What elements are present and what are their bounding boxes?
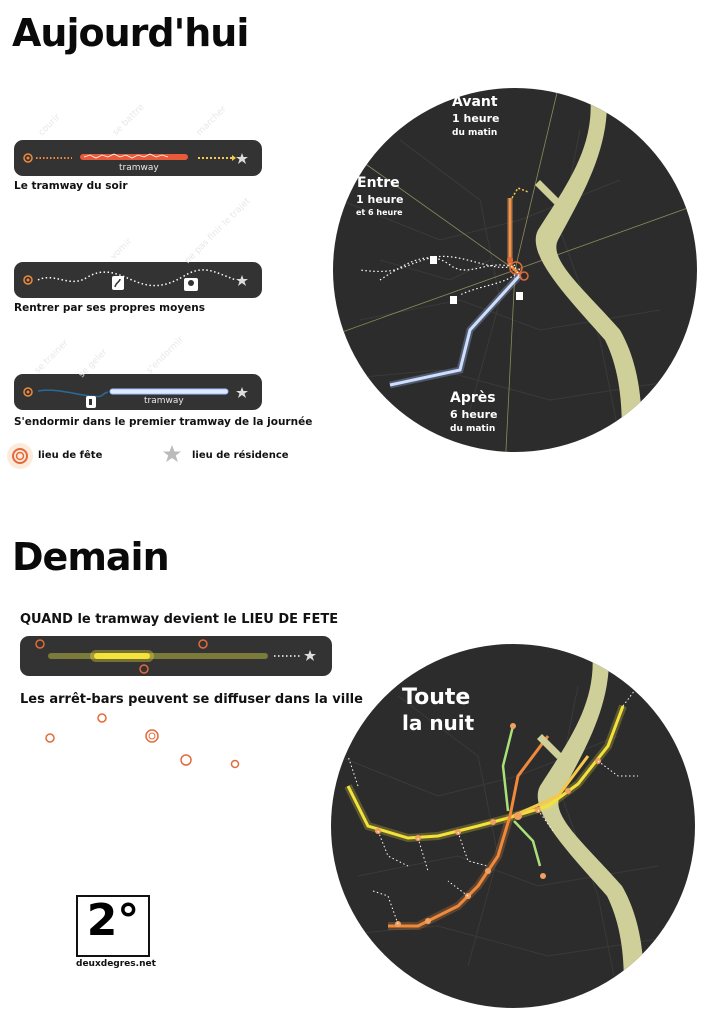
tram-party-segment — [94, 653, 150, 659]
party-marker — [23, 387, 33, 397]
legend-party-icon — [7, 443, 33, 469]
scenario-bar-evening-tram: tramway — [14, 140, 262, 176]
label-s-endormir: s'endormir — [144, 334, 187, 376]
caption-first-tram: S'endormir dans le premier tramway de la… — [14, 416, 313, 428]
map-label-before-sub1: 1 heure — [452, 112, 500, 125]
map-label-after: Après — [450, 390, 496, 406]
party-marker — [139, 664, 149, 674]
scenario-diagram-2 — [23, 269, 248, 291]
bar-stops — [375, 723, 601, 927]
map-label-after-sub1: 6 heure — [450, 408, 498, 421]
map-label-all-night-2: la nuit — [402, 711, 475, 735]
wandering-path — [37, 269, 237, 287]
tram-blue-line — [389, 273, 522, 387]
section-title-today: Aujourd'hui — [12, 11, 249, 55]
party-marker — [507, 257, 513, 263]
legend-party-label: lieu de fête — [38, 450, 103, 461]
scenario-diagram-1 — [23, 153, 248, 164]
label-se-trainer: se trainer — [32, 338, 71, 376]
label-se-battre: se battre — [110, 102, 147, 138]
freeze-icon — [516, 292, 523, 300]
scenario-bar-first-tram: tramway — [14, 374, 262, 410]
arrow-head — [232, 155, 236, 161]
map-tomorrow — [331, 644, 695, 1008]
party-marker-core — [26, 156, 30, 160]
party-marker — [97, 713, 107, 723]
bars-spread-text: Les arrêt-bars peuvent se diffuser dans … — [20, 692, 363, 707]
heading-when: QUAND — [20, 612, 73, 627]
vomit-icon-mark — [114, 278, 121, 288]
party-marker — [519, 271, 529, 281]
tomorrow-heading: QUAND le tramway devient le LIEU DE FETE — [20, 612, 338, 627]
tram-label: tramway — [119, 163, 159, 173]
scenario-bar-tram-party — [20, 636, 332, 676]
map-today — [333, 88, 697, 452]
freeze-icon-mark — [89, 399, 92, 405]
caption-own-means: Rentrer par ses propres moyens — [14, 302, 206, 314]
label-marcher: marcher — [194, 104, 229, 138]
map-label-all-night-1: Toute — [402, 685, 471, 710]
drag-path — [37, 389, 109, 398]
logo-mark: 2° — [86, 895, 140, 946]
logo: 2° — [76, 895, 150, 957]
tram-green-line — [501, 725, 515, 812]
river — [537, 644, 644, 1008]
heading-party-place: LIEU DE FETE — [241, 612, 339, 627]
caption-evening-tram: Le tramway du soir — [14, 180, 128, 192]
map-label-between-sub2: et 6 heure — [356, 208, 403, 217]
party-marker — [148, 732, 156, 740]
party-marker-core — [26, 278, 30, 282]
scenario-bar-own-means — [14, 262, 262, 298]
map-disc — [331, 644, 695, 1008]
party-marker-core — [26, 390, 30, 394]
home-star-icon — [236, 153, 248, 164]
tram-segment — [109, 388, 229, 395]
fight-scribble — [83, 153, 169, 159]
label-vomir: vomir — [108, 236, 135, 262]
legend-home-label: lieu de résidence — [192, 450, 289, 461]
map-label-before-sub2: du matin — [452, 128, 498, 138]
party-spots — [45, 713, 240, 769]
home-star-icon — [236, 275, 248, 286]
logo-site: deuxdegres.net — [76, 959, 156, 969]
label-ne-pas-finir: ne pas finir le trajet — [182, 196, 253, 266]
party-marker — [23, 153, 33, 163]
walk-routes — [347, 685, 639, 925]
section-title-tomorrow: Demain — [12, 535, 170, 579]
party-marker — [509, 261, 523, 275]
party-marker — [23, 275, 33, 285]
bridge — [537, 734, 562, 759]
vomit-icon — [430, 256, 437, 264]
tram-party-line — [48, 653, 268, 659]
map-label-after-sub2: du matin — [450, 424, 496, 434]
map-label-before: Avant — [452, 94, 498, 110]
home-star-icon — [236, 387, 248, 398]
tram-label: tramway — [144, 396, 184, 406]
party-marker — [198, 639, 208, 649]
party-marker — [180, 754, 192, 766]
party-marker — [35, 639, 45, 649]
bridge — [535, 180, 560, 205]
party-marker — [145, 729, 159, 743]
label-courir: courir — [36, 112, 63, 138]
heading-mid: le tramway devient le — [72, 612, 242, 627]
party-marker — [230, 759, 240, 769]
skull-icon — [450, 296, 457, 304]
map-label-between: Entre — [357, 175, 400, 191]
skull-icon-head — [188, 280, 194, 286]
party-marker — [45, 733, 55, 743]
scenario-diagram-3 — [23, 387, 248, 408]
map-label-between-sub1: 1 heure — [356, 193, 404, 206]
tram-yellow-line-b — [512, 755, 590, 818]
scenario-diagram-tomorrow — [35, 639, 316, 674]
legend-home-star-icon — [163, 445, 181, 462]
home-star-icon — [304, 650, 316, 661]
walk-routes — [379, 257, 521, 281]
